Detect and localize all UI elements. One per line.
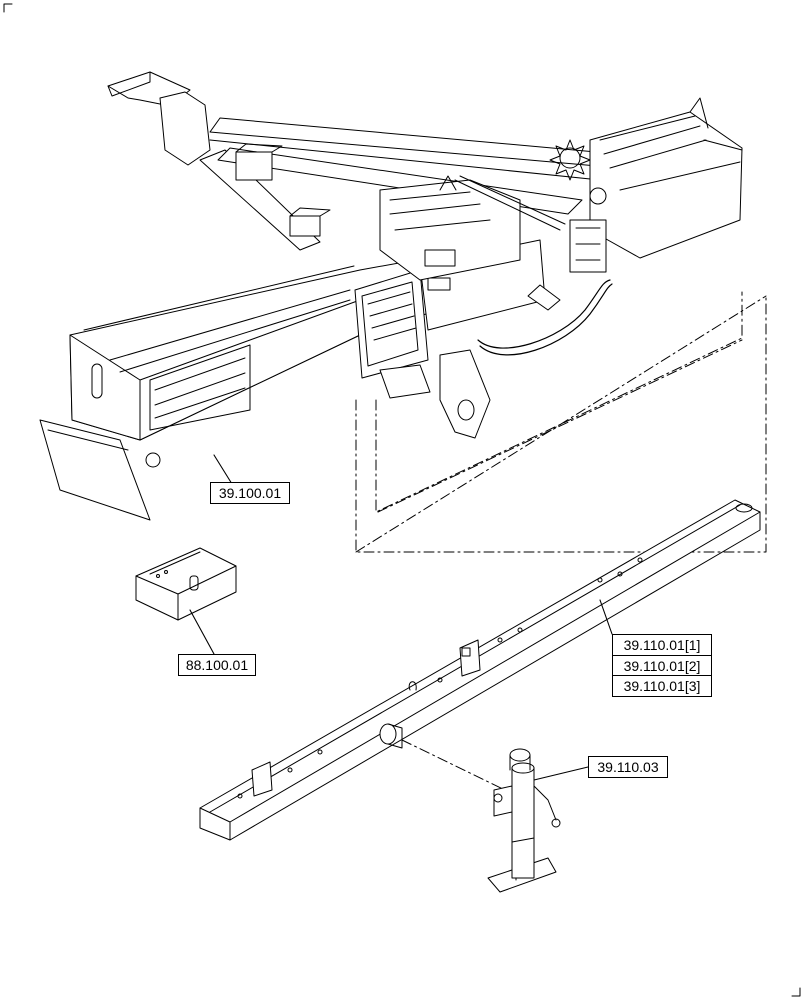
callout-label: 88.100.01 <box>185 657 249 673</box>
jack-stand-drawing <box>487 748 561 893</box>
jack-link-line <box>401 739 506 791</box>
main-frame-drawing <box>39 71 743 521</box>
leader-tool-box <box>189 609 215 655</box>
crop-mark-top-left-icon <box>3 3 13 13</box>
star-wheel-icon <box>549 139 591 181</box>
toolbox-drawing <box>135 547 237 621</box>
leader-lines <box>189 454 613 781</box>
drawbar-drawing <box>199 499 761 841</box>
callout-tool-box[interactable]: 88.100.01 <box>178 654 256 676</box>
callout-main-frame[interactable]: 39.100.01 <box>210 482 290 504</box>
callout-drawbar-2[interactable]: 39.110.01[2] <box>612 654 712 677</box>
assembly-outline <box>355 291 767 553</box>
leader-drawbar <box>599 599 613 635</box>
callout-drawbar-3[interactable]: 39.110.01[3] <box>612 675 712 698</box>
callout-label: 39.110.03 <box>597 759 659 775</box>
callout-label: 39.110.01[1] <box>623 637 701 653</box>
callout-drawbar-stack: 39.110.01[1] 39.110.01[2] 39.110.01[3] <box>612 634 712 698</box>
leader-jack-stand <box>533 766 589 781</box>
callout-label: 39.100.01 <box>218 485 282 501</box>
callout-label: 39.110.01[2] <box>623 657 701 674</box>
callout-label: 39.110.01[3] <box>623 678 701 695</box>
crop-mark-bottom-right-icon <box>791 987 801 997</box>
callout-drawbar-1[interactable]: 39.110.01[1] <box>612 634 712 656</box>
callout-jack-stand[interactable]: 39.110.03 <box>588 756 668 778</box>
leader-main-frame <box>213 454 233 485</box>
